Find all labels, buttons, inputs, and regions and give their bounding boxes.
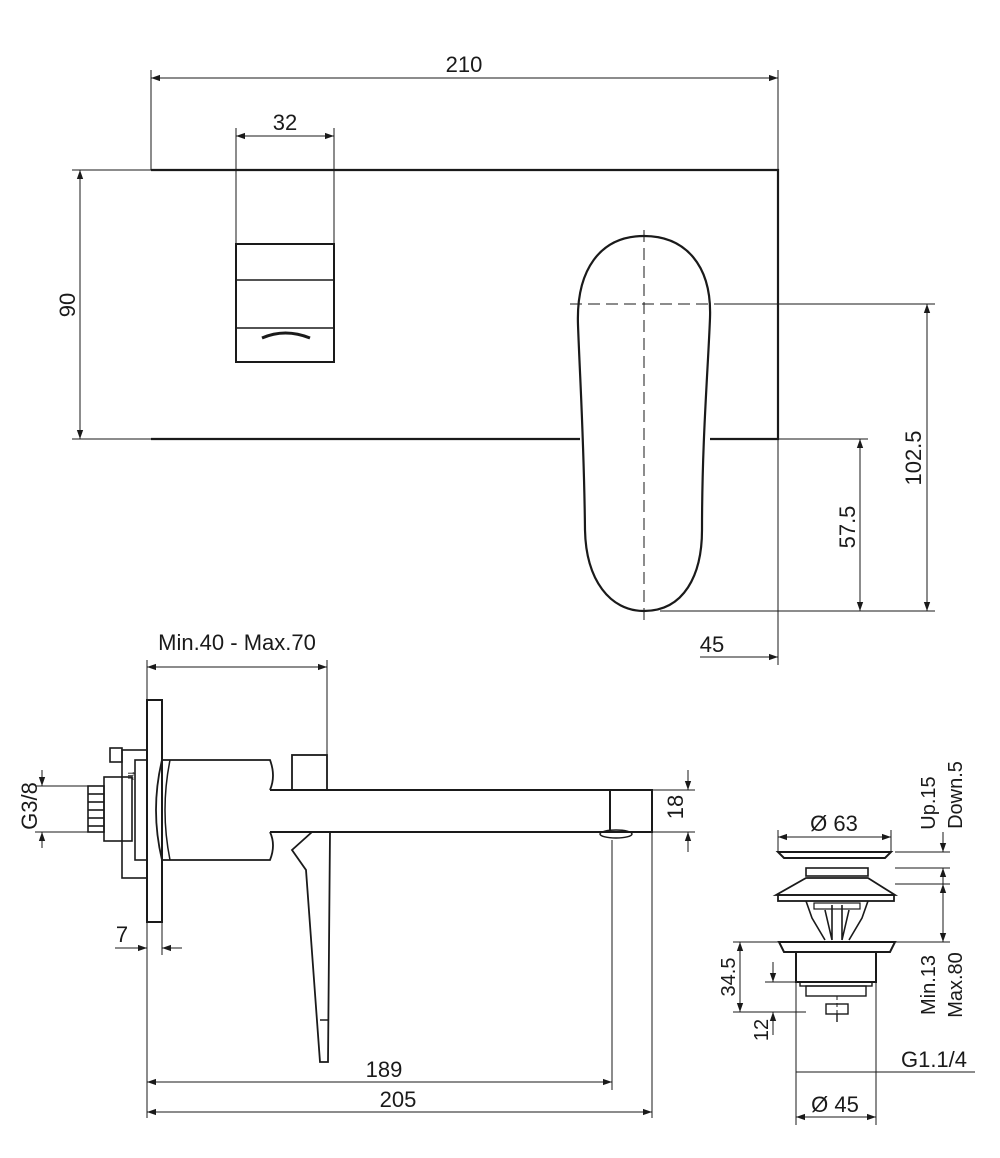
side-lever [290, 831, 331, 1063]
dim-102-5-label: 102.5 [901, 430, 926, 485]
front-view [151, 168, 780, 625]
wall-range-label: Min.40 - Max.70 [158, 630, 316, 655]
wall-connection [87, 747, 148, 879]
dim-205-label: 205 [380, 1087, 417, 1112]
dim-189-label: 189 [366, 1057, 403, 1082]
side-wall-plate [146, 699, 163, 923]
dim-32-label: 32 [273, 110, 297, 135]
front-dimension-labels: 210 32 90 102.5 57.5 45 [55, 52, 926, 657]
dim-18-label: 18 [663, 795, 688, 819]
fir-mark: fir [125, 772, 136, 781]
dim-7-label: 7 [116, 922, 128, 947]
spout-tip [609, 789, 653, 833]
side-dimensions [35, 660, 695, 1118]
waste-flange [777, 941, 897, 953]
aerator-outlet [599, 829, 633, 839]
aerator-window [235, 243, 335, 363]
dim-34-5-label: 34.5 [718, 958, 740, 997]
dim-90-label: 90 [55, 293, 80, 317]
basin-min-label: Min.13 [918, 955, 940, 1015]
valve-body [155, 759, 274, 861]
cap-diameter-label: Ø 63 [810, 811, 858, 836]
g38-label: G3/8 [17, 782, 42, 830]
spout [270, 789, 611, 833]
side-dimension-labels: Min.40 - Max.70 G3/8 18 7 189 205 [17, 630, 688, 1112]
lever-block [291, 754, 328, 791]
basin-max-label: Max.80 [945, 952, 967, 1018]
waste-dimensions [733, 830, 975, 1125]
side-view: fir [87, 699, 653, 1063]
front-dimensions [72, 70, 935, 665]
dim-57-5-label: 57.5 [835, 506, 860, 549]
down-stroke-label: Down.5 [945, 761, 967, 829]
waste-cap [775, 851, 894, 859]
waste-thread-label: G1.1/4 [901, 1047, 967, 1072]
body-diameter-label: Ø 45 [811, 1092, 859, 1117]
waste-valve [772, 851, 899, 1022]
dim-210-label: 210 [446, 52, 483, 77]
waste-dimension-labels: Ø 63 Up.15 Down.5 Min.13 Max.80 34.5 12 … [718, 761, 967, 1117]
up-stroke-label: Up.15 [918, 776, 940, 829]
dim-12-label: 12 [751, 1019, 773, 1041]
dim-45-label: 45 [700, 632, 724, 657]
